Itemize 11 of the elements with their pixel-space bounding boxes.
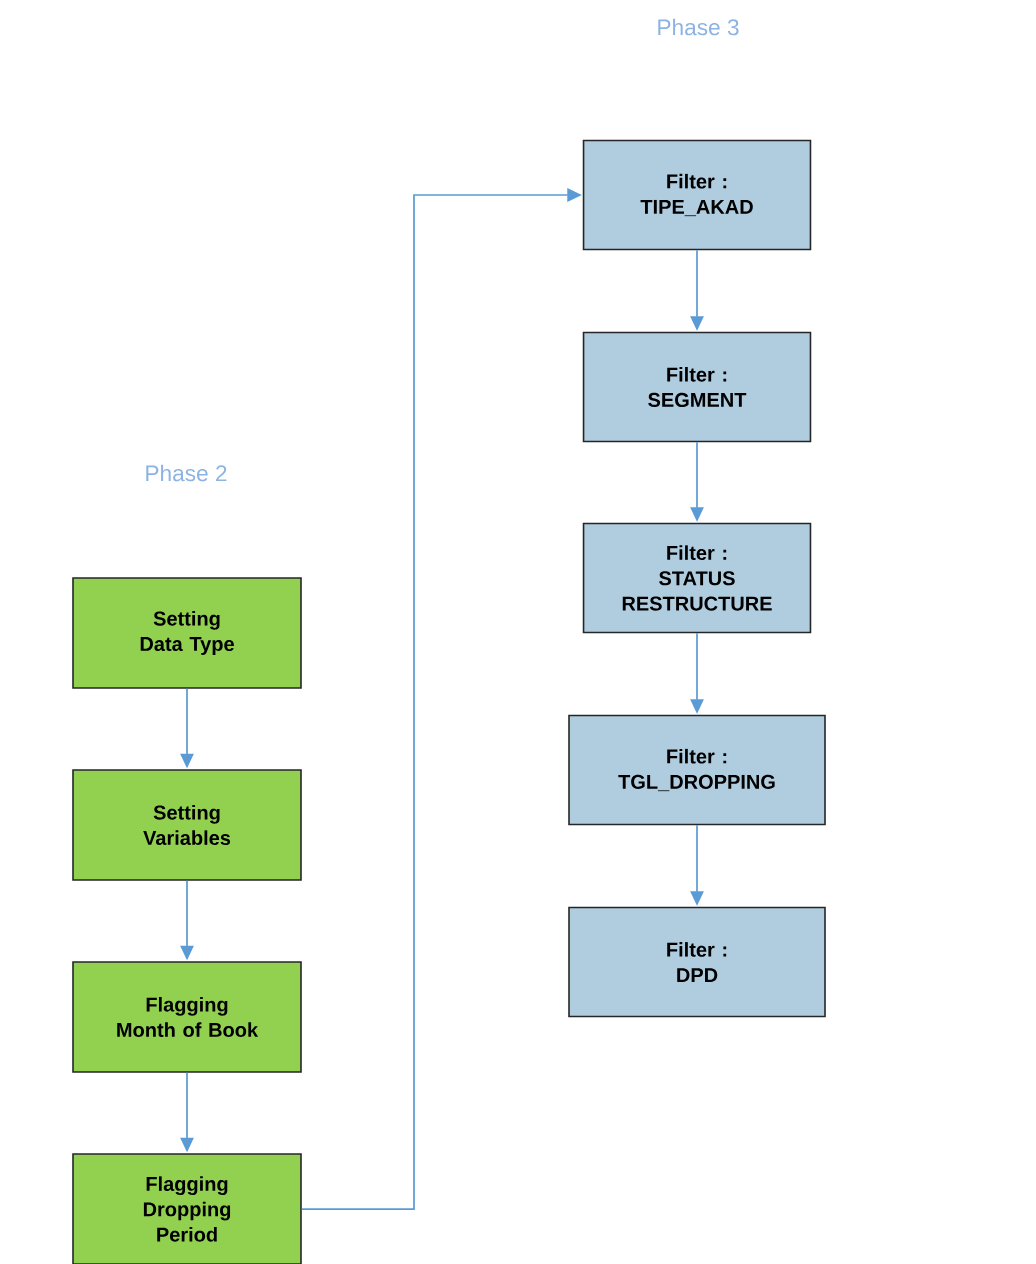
process-box: Setting Variables bbox=[72, 769, 302, 881]
phase-heading: Phase 2 bbox=[146, 464, 227, 482]
process-box: Setting Data Type bbox=[72, 577, 302, 689]
process-box: Filter : STATUS RESTRUCTURE bbox=[582, 522, 812, 634]
process-box: Filter : SEGMENT bbox=[582, 331, 812, 443]
process-box: Filter : DPD bbox=[568, 906, 826, 1018]
process-box: Flagging Month of Book bbox=[72, 961, 302, 1073]
process-box: Flagging Dropping Period bbox=[72, 1153, 302, 1264]
phase-heading: Phase 3 bbox=[658, 18, 739, 36]
process-box: Filter : TGL_DROPPING bbox=[568, 714, 826, 826]
process-box: Filter : TIPE_AKAD bbox=[582, 139, 812, 251]
